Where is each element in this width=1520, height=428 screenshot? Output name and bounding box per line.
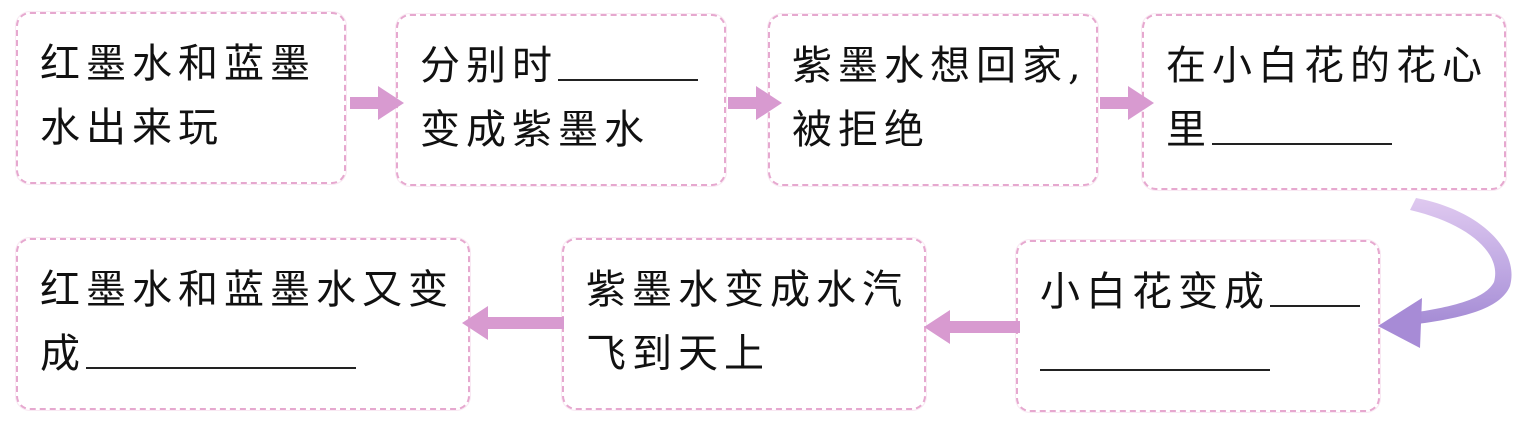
fill-in-blank[interactable]	[86, 327, 356, 369]
step-text: 里	[1166, 107, 1212, 153]
step-text: 在小白花的花心	[1166, 43, 1488, 89]
step-text: 紫墨水想回家,	[792, 43, 1087, 89]
arrow-shape	[462, 306, 564, 340]
step-text: 被拒绝	[792, 107, 930, 153]
fill-in-blank[interactable]	[1040, 329, 1270, 371]
fill-in-blank[interactable]	[1270, 265, 1360, 307]
step-box-7: 红墨水和蓝墨水又变 成	[16, 238, 470, 410]
step-text-with-blank: 小白花变成	[1040, 260, 1360, 324]
step-text: 分别时	[420, 43, 558, 89]
step-box-5: 小白花变成	[1016, 240, 1380, 412]
step-box-3: 紫墨水想回家, 被拒绝	[768, 14, 1098, 186]
blank-line	[1040, 324, 1358, 388]
arrow-left-icon	[462, 306, 564, 340]
step-text: 水出来玩	[40, 105, 224, 151]
curved-arrow-icon	[1378, 198, 1512, 348]
arrow-left-icon	[924, 310, 1020, 344]
step-text: 成	[40, 331, 86, 377]
arrow-right-icon	[728, 86, 782, 120]
arrow-right-icon	[1100, 86, 1154, 120]
step-text-with-blank: 成	[40, 322, 448, 386]
step-box-2: 分别时 变成紫墨水	[396, 14, 726, 186]
step-text: 红墨水和蓝墨水又变	[40, 267, 454, 313]
step-text: 小白花变成	[1040, 269, 1270, 315]
step-box-6: 紫墨水变成水汽 飞到天上	[562, 238, 926, 410]
arrow-shape	[924, 310, 1020, 344]
fill-in-blank[interactable]	[1212, 103, 1392, 145]
step-text: 红墨水和蓝墨	[40, 41, 316, 87]
step-box-4: 在小白花的花心 里	[1142, 14, 1506, 190]
step-text-with-blank: 分别时	[420, 34, 704, 98]
curve-band	[1410, 198, 1512, 324]
step-text: 紫墨水变成水汽	[586, 267, 908, 313]
arrow-shape	[1100, 86, 1154, 120]
step-text-with-blank: 里	[1166, 98, 1484, 162]
step-box-1: 红墨水和蓝墨 水出来玩	[16, 12, 346, 184]
arrow-right-icon	[350, 86, 404, 120]
arrow-shape	[728, 86, 782, 120]
step-text: 变成紫墨水	[420, 107, 650, 153]
curve-arrowhead	[1378, 298, 1422, 348]
fill-in-blank[interactable]	[558, 39, 698, 81]
arrow-shape	[350, 86, 404, 120]
step-text: 飞到天上	[586, 331, 770, 377]
